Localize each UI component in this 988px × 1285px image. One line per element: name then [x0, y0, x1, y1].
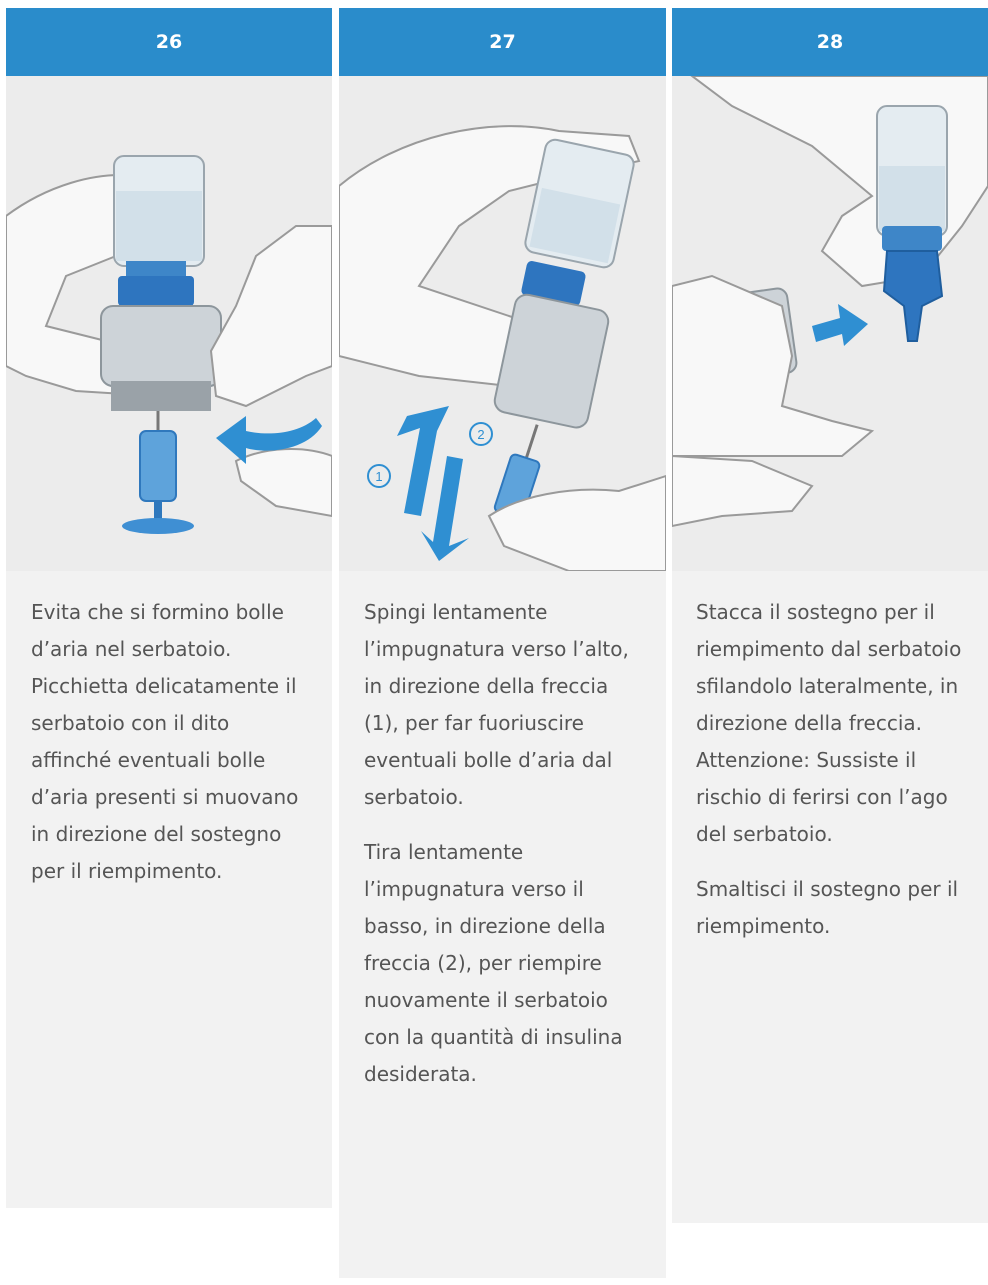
instruction-paragraph: Spingi lentamente l’impugnatura verso l’…	[364, 600, 629, 809]
step-number-header: 28	[672, 8, 988, 76]
vial-illustration	[876, 105, 948, 251]
reservoir-illustration	[100, 305, 222, 387]
step-28-text: Stacca il sostegno per il riempimento da…	[672, 571, 988, 1223]
step-27-illustration: 1 2	[339, 76, 666, 571]
hand-illustration	[209, 225, 332, 408]
vial-illustration	[113, 155, 205, 306]
step-26-column: 26	[6, 8, 332, 1208]
arrow-down-icon	[421, 456, 469, 561]
marker-2-icon	[469, 422, 493, 446]
marker-1-icon	[367, 464, 391, 488]
step-28-illustration	[672, 76, 988, 571]
instruction-paragraph: Smaltisci il sostegno per il riempimento…	[696, 877, 959, 938]
step-27-column: 27 1 2	[339, 8, 666, 1278]
step-28-column: 28 Stacca il sostegno per il riempimento…	[672, 8, 988, 1223]
step-27-text: Spingi lentamente l’impugnatura verso l’…	[339, 571, 666, 1278]
syringe-illustration	[122, 411, 194, 534]
reservoir-illustration	[493, 293, 610, 429]
instruction-paragraph: Tira lentamente l’impugnatura verso il b…	[364, 840, 623, 1086]
curved-arrow-icon	[216, 416, 322, 464]
arrow-up-icon	[397, 406, 449, 516]
reservoir-illustration	[882, 250, 944, 342]
instruction-paragraph: Evita che si formino bolle d’aria nel se…	[31, 600, 299, 883]
marker-1-label: 1	[375, 469, 382, 484]
vial-illustration	[521, 138, 635, 306]
marker-2-label: 2	[477, 427, 484, 442]
step-26-text: Evita che si formino bolle d’aria nel se…	[6, 571, 332, 1208]
step-number-header: 27	[339, 8, 666, 76]
step-26-illustration	[6, 76, 332, 571]
arrow-right-icon	[812, 304, 868, 346]
instruction-paragraph: Stacca il sostegno per il riempimento da…	[696, 600, 962, 846]
step-number-header: 26	[6, 8, 332, 76]
hand-illustration	[672, 274, 875, 457]
hand-illustration	[487, 474, 666, 571]
